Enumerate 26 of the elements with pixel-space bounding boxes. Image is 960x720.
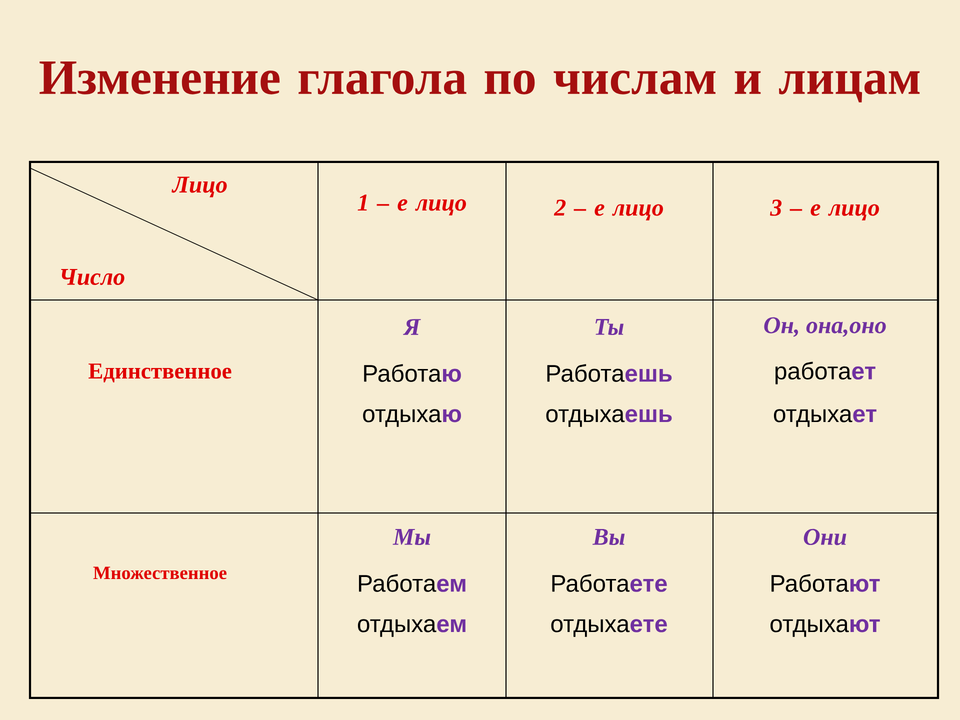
column-header: 3 – е лицо — [770, 200, 879, 220]
verb-form: отдыхаете — [551, 619, 667, 637]
row-header: Множественное — [93, 566, 226, 580]
verb-form: отдыхаем — [358, 619, 466, 637]
pronoun-text: Они — [804, 528, 846, 546]
row-header: Единственное — [88, 364, 232, 382]
verb-form: работает — [776, 362, 876, 384]
pronoun-text: Я — [403, 319, 421, 335]
header-text: Лицо — [172, 176, 227, 198]
verb-form: отдыхают — [770, 619, 880, 637]
header-text: Число — [61, 268, 124, 285]
verb-form: отдыхаешь — [546, 409, 672, 427]
pronoun-text: Мы — [392, 529, 430, 545]
verb-form: Работают — [772, 574, 880, 592]
verb-form: Работаете — [552, 574, 667, 592]
title: Изменение глагола по числам и лицам — [40, 62, 920, 102]
column-header: 1 – е лицо — [358, 194, 466, 216]
pronoun-text: Ты — [596, 319, 624, 335]
verb-form: отдыхает — [774, 409, 876, 427]
pronoun-text: Вы — [592, 529, 625, 545]
verb-form: Работаем — [358, 574, 466, 592]
verb-form: Работаю — [364, 364, 461, 382]
pronoun-text: Он, она,оно — [764, 317, 886, 337]
verb-form: отдыхаю — [363, 409, 461, 427]
verb-form: Работаешь — [547, 364, 672, 382]
column-header: 2 – е лицо — [554, 200, 663, 220]
